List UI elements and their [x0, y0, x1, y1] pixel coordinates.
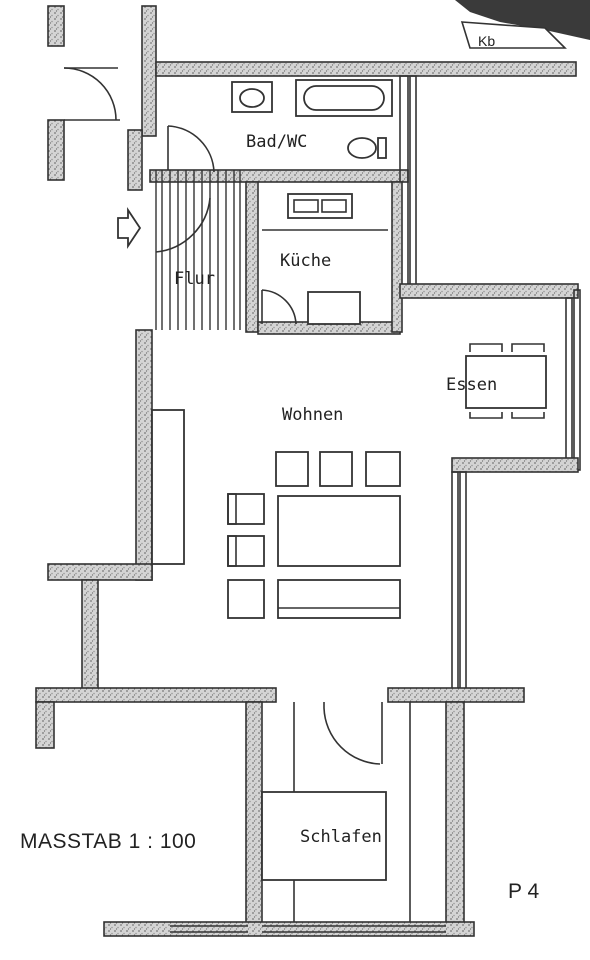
entrance-door	[63, 67, 120, 121]
dining-set	[465, 343, 547, 419]
room-label-bad-wc: Bad/WC	[246, 132, 307, 152]
room-label-flur: Flur	[174, 269, 215, 289]
bedroom-door-swing	[323, 707, 381, 765]
kitchen-door-swing	[261, 289, 297, 325]
room-label-schlafen: Schlafen	[300, 827, 382, 847]
bedroom-furniture	[261, 791, 387, 881]
entrance-arrow-icon	[117, 207, 142, 249]
kitchen-fixtures	[262, 193, 388, 325]
logo-stamp: Kb	[460, 21, 567, 49]
corner-shadow	[455, 0, 590, 40]
flur-door-swing	[167, 125, 215, 173]
flur-door-swing-2	[155, 197, 211, 253]
living-furniture	[151, 409, 401, 619]
bath-fixtures	[231, 79, 393, 159]
logo-text: Kb	[478, 33, 495, 49]
plan-number: P 4	[508, 880, 539, 903]
room-label-essen: Essen	[446, 375, 497, 395]
room-label-kueche: Küche	[280, 251, 331, 271]
flur-stair-hatching	[155, 170, 241, 330]
room-label-wohnen: Wohnen	[282, 405, 343, 425]
scale-label: MASSTAB 1 : 100	[20, 830, 196, 853]
